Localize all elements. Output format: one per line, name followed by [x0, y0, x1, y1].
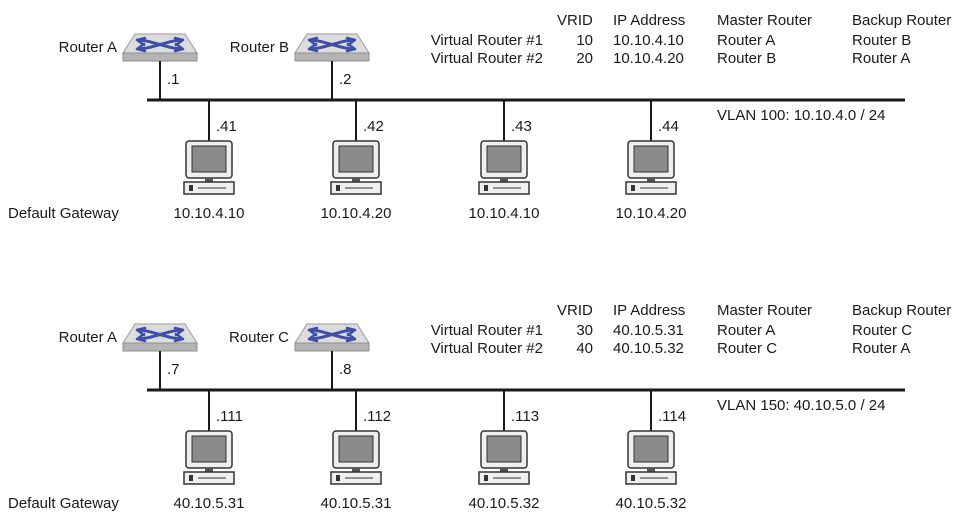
default-gateway-value: 10.10.4.10 — [174, 205, 245, 222]
desktop-computer-icon — [183, 140, 235, 195]
host-id: .43 — [511, 118, 532, 135]
default-gateway-value: 40.10.5.31 — [174, 495, 245, 512]
desktop-computer-icon — [183, 430, 235, 485]
default-gateway-value: 10.10.4.10 — [469, 205, 540, 222]
vlan-label: VLAN 150: 40.10.5.0 / 24 — [717, 397, 885, 414]
master-router-value: Router A — [717, 322, 775, 339]
host-id: .44 — [658, 118, 679, 135]
router-host-id: .7 — [167, 361, 180, 378]
backup-router-value: Router A — [852, 50, 910, 67]
default-gateway-value: 40.10.5.32 — [616, 495, 687, 512]
default-gateway-value: 40.10.5.32 — [469, 495, 540, 512]
desktop-computer-icon — [625, 430, 677, 485]
virtual-ip-value: 40.10.5.32 — [613, 340, 684, 357]
vrid-table-header: IP Address — [613, 12, 685, 29]
desktop-computer-icon — [625, 140, 677, 195]
host-id: .114 — [658, 408, 686, 425]
backup-router-value: Router A — [852, 340, 910, 357]
desktop-computer-icon — [330, 140, 382, 195]
host-id: .111 — [216, 408, 243, 425]
vlan-label: VLAN 100: 10.10.4.0 / 24 — [717, 107, 885, 124]
vrid-table-header: Master Router — [717, 302, 812, 319]
host-id: .113 — [511, 408, 539, 425]
desktop-computer-icon — [478, 430, 530, 485]
vrid-table-header: Master Router — [717, 12, 812, 29]
default-gateway-label: Default Gateway — [8, 495, 119, 512]
vrid-table-header: VRID — [557, 12, 593, 29]
router-icon — [294, 33, 370, 62]
vrid-value: 10 — [576, 32, 593, 49]
default-gateway-label: Default Gateway — [8, 205, 119, 222]
vrid-value: 40 — [576, 340, 593, 357]
router-icon — [122, 33, 198, 62]
vrid-table-header: Backup Router — [852, 302, 951, 319]
vrid-table-header: Backup Router — [852, 12, 951, 29]
router-host-id: .2 — [339, 71, 352, 88]
virtual-router-label: Virtual Router #2 — [431, 340, 543, 357]
virtual-router-label: Virtual Router #1 — [431, 322, 543, 339]
default-gateway-value: 40.10.5.31 — [321, 495, 392, 512]
virtual-ip-value: 10.10.4.10 — [613, 32, 684, 49]
router-host-id: .8 — [339, 361, 352, 378]
master-router-value: Router A — [717, 32, 775, 49]
desktop-computer-icon — [478, 140, 530, 195]
desktop-computer-icon — [330, 430, 382, 485]
virtual-router-label: Virtual Router #1 — [431, 32, 543, 49]
virtual-ip-value: 40.10.5.31 — [613, 322, 684, 339]
host-id: .41 — [216, 118, 237, 135]
virtual-router-label: Virtual Router #2 — [431, 50, 543, 67]
router-icon — [122, 323, 198, 352]
router-name: Router A — [59, 329, 117, 346]
router-name: Router C — [229, 329, 289, 346]
router-host-id: .1 — [167, 71, 180, 88]
backup-router-value: Router C — [852, 322, 912, 339]
master-router-value: Router C — [717, 340, 777, 357]
vrid-value: 20 — [576, 50, 593, 67]
router-icon — [294, 323, 370, 352]
default-gateway-value: 10.10.4.20 — [616, 205, 687, 222]
vrid-table-header: IP Address — [613, 302, 685, 319]
vrid-table-header: VRID — [557, 302, 593, 319]
vrid-value: 30 — [576, 322, 593, 339]
router-name: Router A — [59, 39, 117, 56]
host-id: .42 — [363, 118, 384, 135]
router-name: Router B — [230, 39, 289, 56]
host-id: .112 — [363, 408, 391, 425]
master-router-value: Router B — [717, 50, 776, 67]
virtual-ip-value: 10.10.4.20 — [613, 50, 684, 67]
default-gateway-value: 10.10.4.20 — [321, 205, 392, 222]
backup-router-value: Router B — [852, 32, 911, 49]
